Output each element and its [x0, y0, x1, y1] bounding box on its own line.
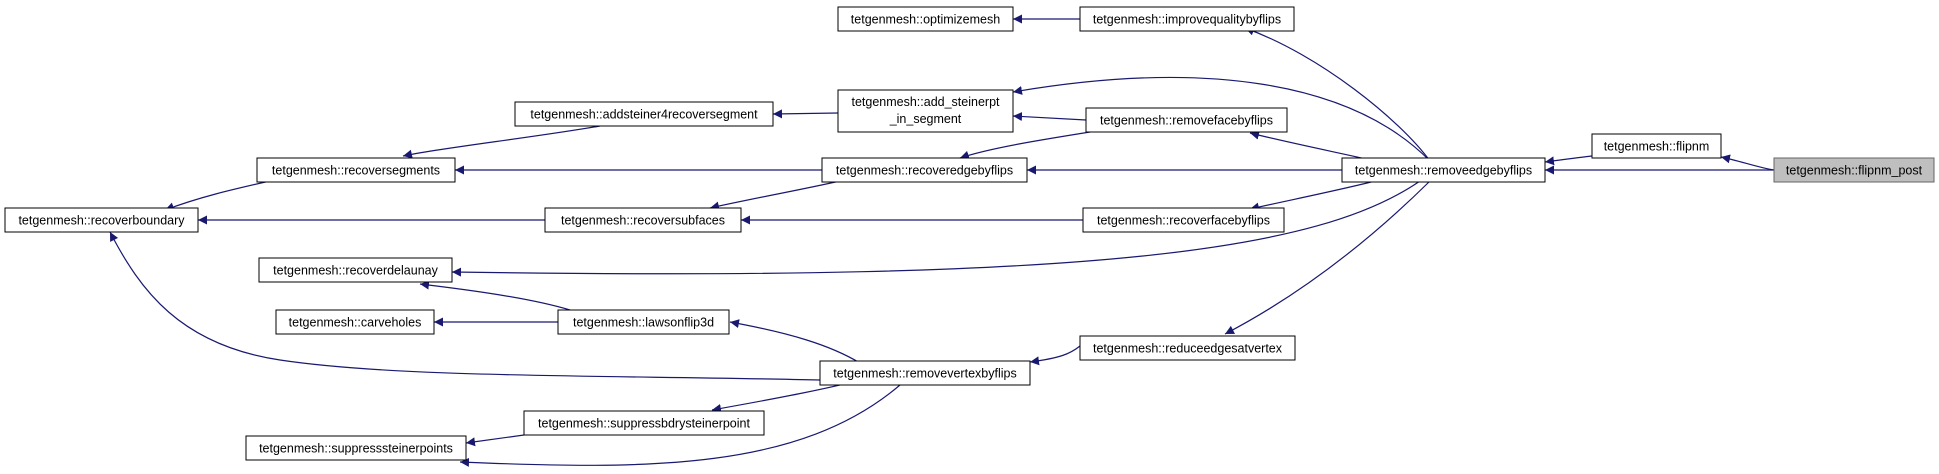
node-label: tetgenmesh::improvequalitybyflips	[1093, 13, 1281, 27]
node-recoverboundary[interactable]: tetgenmesh::recoverboundary	[4, 207, 199, 233]
edge-removeedgebyflips-to-recoverfacebyflips	[1249, 180, 1376, 212]
node-optimizemesh[interactable]: tetgenmesh::optimizemesh	[837, 6, 1014, 32]
node-add-steinerpt-in-segment[interactable]: tetgenmesh::add_steinerpt _in_segment	[837, 89, 1014, 133]
node-label: tetgenmesh::recoversegments	[272, 164, 440, 178]
node-label-line2: _in_segment	[889, 112, 962, 126]
edge-removevertexbyflips-to-lawsonflip3d	[729, 319, 861, 364]
edge-removeedgebyflips-to-reduceedgesatvertex	[1224, 180, 1431, 335]
node-label: tetgenmesh::carveholes	[289, 316, 422, 330]
edge-add-steinerpt-to-addsteiner4recoversegment	[772, 109, 839, 119]
node-removefacebyflips[interactable]: tetgenmesh::removefacebyflips	[1085, 107, 1288, 133]
node-addsteiner4recoversegment[interactable]: tetgenmesh::addsteiner4recoversegment	[514, 101, 774, 127]
edge-removevertexbyflips-to-suppresssteinerpoints	[459, 384, 901, 467]
node-recoveredgebyflips[interactable]: tetgenmesh::recoveredgebyflips	[821, 157, 1028, 183]
node-label: tetgenmesh::recoverboundary	[18, 214, 185, 228]
nodes: tetgenmesh::flipnm_post tetgenmesh::flip…	[4, 6, 1935, 461]
edge-flipnm-post-to-flipnm	[1720, 154, 1775, 171]
edge-lawsonflip3d-to-recoverdelaunay	[419, 280, 571, 311]
node-label: tetgenmesh::flipnm_post	[1786, 164, 1923, 178]
node-label: tetgenmesh::removevertexbyflips	[833, 367, 1016, 381]
node-label: tetgenmesh::suppresssteinerpoints	[259, 442, 453, 456]
edge-removeedgebyflips-to-improvequalitybyflips	[1244, 26, 1431, 162]
node-label: tetgenmesh::lawsonflip3d	[573, 316, 714, 330]
node-improvequalitybyflips[interactable]: tetgenmesh::improvequalitybyflips	[1079, 6, 1295, 32]
node-flipnm[interactable]: tetgenmesh::flipnm	[1591, 133, 1722, 159]
node-label: tetgenmesh::reduceedgesatvertex	[1093, 342, 1283, 356]
node-label: tetgenmesh::removeedgebyflips	[1355, 164, 1532, 178]
node-label: tetgenmesh::recoversubfaces	[561, 214, 725, 228]
node-removeedgebyflips[interactable]: tetgenmesh::removeedgebyflips	[1341, 157, 1546, 183]
edge-removefacebyflips-to-recoveredgebyflips	[959, 131, 1091, 160]
edge-addsteiner4recoversegment-to-recoversegments	[402, 125, 601, 159]
node-label: tetgenmesh::recoverdelaunay	[273, 264, 438, 278]
node-label: tetgenmesh::recoverfacebyflips	[1097, 214, 1270, 228]
node-recoverfacebyflips[interactable]: tetgenmesh::recoverfacebyflips	[1082, 207, 1285, 233]
edge-removefacebyflips-to-add-steinerpt	[1012, 111, 1087, 121]
node-recoverdelaunay[interactable]: tetgenmesh::recoverdelaunay	[258, 257, 453, 283]
node-label: tetgenmesh::flipnm	[1604, 140, 1710, 154]
node-label: tetgenmesh::optimizemesh	[851, 13, 1000, 27]
edge-recoveredgebyflips-to-recoversubfaces	[709, 180, 841, 211]
node-recoversegments[interactable]: tetgenmesh::recoversegments	[256, 157, 456, 183]
node-label: tetgenmesh::suppressbdrysteinerpoint	[538, 417, 750, 431]
edge-suppressbdrysteinerpoint-to-suppresssteinerpoints	[465, 434, 525, 447]
node-suppressbdrysteinerpoint[interactable]: tetgenmesh::suppressbdrysteinerpoint	[523, 410, 765, 436]
edge-reduceedgesatvertex-to-removevertexbyflips	[1029, 345, 1081, 366]
node-label: tetgenmesh::recoveredgebyflips	[836, 164, 1013, 178]
edge-recoversegments-to-recoverboundary	[164, 180, 271, 212]
node-reduceedgesatvertex[interactable]: tetgenmesh::reduceedgesatvertex	[1079, 335, 1296, 361]
edge-flipnm-to-removeedgebyflips	[1544, 155, 1593, 166]
node-removevertexbyflips[interactable]: tetgenmesh::removevertexbyflips	[819, 360, 1031, 386]
edge-removeedgebyflips-to-recoverdelaunay	[451, 180, 1421, 277]
node-label: tetgenmesh::addsteiner4recoversegment	[530, 108, 758, 122]
node-label-line1: tetgenmesh::add_steinerpt	[851, 95, 1000, 109]
node-lawsonflip3d[interactable]: tetgenmesh::lawsonflip3d	[557, 309, 730, 335]
edges	[109, 14, 1775, 467]
node-suppresssteinerpoints[interactable]: tetgenmesh::suppresssteinerpoints	[245, 435, 467, 461]
node-carveholes[interactable]: tetgenmesh::carveholes	[275, 309, 435, 335]
edge-removeedgebyflips-to-removefacebyflips	[1249, 130, 1376, 162]
node-flipnm-post[interactable]: tetgenmesh::flipnm_post	[1773, 157, 1935, 183]
node-label: tetgenmesh::removefacebyflips	[1100, 114, 1273, 128]
node-recoversubfaces[interactable]: tetgenmesh::recoversubfaces	[544, 207, 742, 233]
edge-removevertexbyflips-to-recoverboundary	[109, 231, 821, 381]
edge-removeedgebyflips-to-add-steinerpt	[1012, 76, 1431, 162]
